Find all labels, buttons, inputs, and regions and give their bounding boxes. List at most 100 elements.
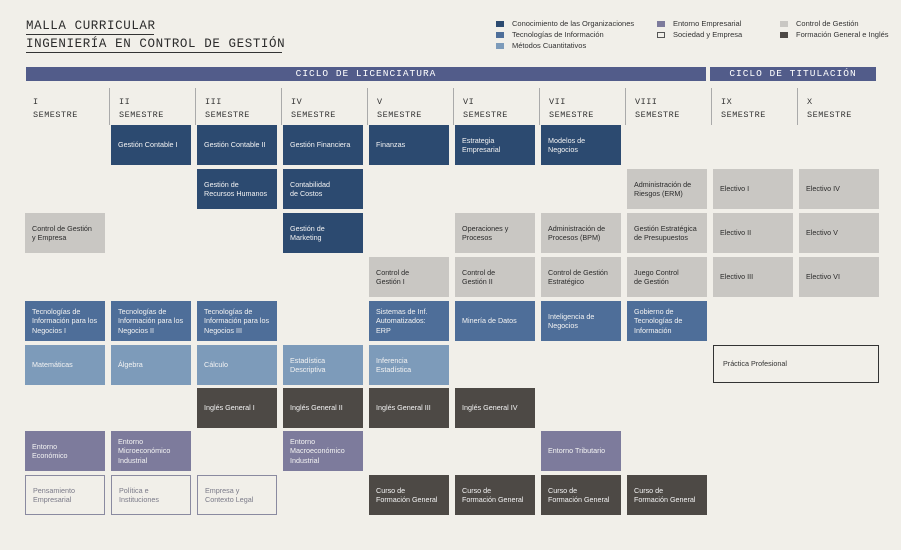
legend-label: Tecnologías de Información [512, 30, 604, 39]
semester-label: SEMESTRE [377, 110, 422, 120]
course-cell: Control de Gestión Estratégico [541, 257, 621, 297]
legend-item: Conocimiento de las Organizaciones [496, 19, 634, 28]
legend-label: Formación General e Inglés [796, 30, 889, 39]
legend-swatch [780, 20, 788, 27]
semester-number: IX [721, 97, 733, 107]
legend-item: Control de Gestión [780, 19, 859, 28]
legend-label: Métodos Cuantitativos [512, 41, 587, 50]
course-cell: Pensamiento Empresarial [25, 475, 105, 515]
course-cell: Juego Control de Gestión [627, 257, 707, 297]
legend-swatch [496, 31, 504, 38]
course-cell: Control de Gestión II [455, 257, 535, 297]
course-cell: Electivo I [713, 169, 793, 209]
semester-divider [195, 88, 196, 125]
course-cell: Control de Gestión y Empresa [25, 213, 105, 253]
course-cell: Inglés General IV [455, 388, 535, 428]
course-cell: Operaciones y Procesos [455, 213, 535, 253]
course-cell: Gestión de Marketing [283, 213, 363, 253]
title-underline-1 [26, 34, 154, 35]
course-cell: Administración de Procesos (BPM) [541, 213, 621, 253]
semester-number: VI [463, 97, 475, 107]
semester-label: SEMESTRE [291, 110, 336, 120]
semester-divider [367, 88, 368, 125]
course-cell: Inglés General I [197, 388, 277, 428]
course-cell: Contabilidad de Costos [283, 169, 363, 209]
legend-item: Tecnologías de Información [496, 30, 604, 39]
course-cell: Gestión de Recursos Humanos [197, 169, 277, 209]
semester-header: VIII SEMESTRE [635, 96, 680, 122]
course-cell: Modelos de Negocios [541, 125, 621, 165]
course-cell: Finanzas [369, 125, 449, 165]
course-cell: Matemáticas [25, 345, 105, 385]
course-cell: Gestión Contable II [197, 125, 277, 165]
course-cell: Sistemas de Inf. Automatizados: ERP [369, 301, 449, 341]
legend-swatch [657, 20, 665, 27]
course-cell: Curso de Formación General [455, 475, 535, 515]
course-cell: Administración de Riesgos (ERM) [627, 169, 707, 209]
course-cell: Electivo IV [799, 169, 879, 209]
course-cell: Inferencia Estadística [369, 345, 449, 385]
semester-number: X [807, 97, 813, 107]
semester-label: SEMESTRE [549, 110, 594, 120]
course-cell: Electivo III [713, 257, 793, 297]
course-cell: Curso de Formación General [541, 475, 621, 515]
course-cell: Entorno Económico [25, 431, 105, 471]
course-cell: Control de Gestión I [369, 257, 449, 297]
semester-number: V [377, 97, 383, 107]
semester-divider [711, 88, 712, 125]
semester-divider [109, 88, 110, 125]
title-line-2: INGENIERÍA EN CONTROL DE GESTIÓN [26, 37, 286, 51]
semester-number: I [33, 97, 39, 107]
title-line-1: MALLA CURRICULAR [26, 19, 156, 33]
course-cell: Cálculo [197, 345, 277, 385]
semester-divider [281, 88, 282, 125]
semester-label: SEMESTRE [205, 110, 250, 120]
legend-swatch [496, 42, 504, 49]
semester-number: II [119, 97, 131, 107]
course-cell: Gobierno de Tecnologías de Información [627, 301, 707, 341]
course-cell: Política e Instituciones [111, 475, 191, 515]
course-cell: Entorno Macroeconómico Industrial [283, 431, 363, 471]
semester-label: SEMESTRE [721, 110, 766, 120]
semester-divider [625, 88, 626, 125]
title-underline-2 [26, 52, 282, 53]
legend-item: Entorno Empresarial [657, 19, 741, 28]
course-cell: Gestión Contable I [111, 125, 191, 165]
semester-header: IX SEMESTRE [721, 96, 766, 122]
course-cell: Gestión Financiera [283, 125, 363, 165]
semester-label: SEMESTRE [635, 110, 680, 120]
course-cell: Gestión Estratégica de Presupuestos [627, 213, 707, 253]
course-cell: Electivo V [799, 213, 879, 253]
semester-number: VIII [635, 97, 658, 107]
course-cell: Inglés General III [369, 388, 449, 428]
semester-label: SEMESTRE [807, 110, 852, 120]
course-cell: Tecnologías de Información para los Nego… [111, 301, 191, 341]
semester-header: III SEMESTRE [205, 96, 250, 122]
semester-header: X SEMESTRE [807, 96, 852, 122]
course-cell: Entorno Microeconómico Industrial [111, 431, 191, 471]
course-cell: Estadística Descriptiva [283, 345, 363, 385]
course-cell: Estrategia Empresarial [455, 125, 535, 165]
semester-divider [797, 88, 798, 125]
semester-number: VII [549, 97, 566, 107]
course-cell: Álgebra [111, 345, 191, 385]
band-ciclo-licenciatura: CICLO DE LICENCIATURA [26, 67, 706, 81]
course-cell: Inteligencia de Negocios [541, 301, 621, 341]
legend-label: Control de Gestión [796, 19, 859, 28]
legend-item: Formación General e Inglés [780, 30, 889, 39]
band-ciclo-titulacion: CICLO DE TITULACIÓN [710, 67, 876, 81]
course-cell: Minería de Datos [455, 301, 535, 341]
semester-number: III [205, 97, 222, 107]
course-cell: Tecnologías de Información para los Nego… [197, 301, 277, 341]
course-cell: Curso de Formación General [369, 475, 449, 515]
course-cell: Electivo VI [799, 257, 879, 297]
legend-label: Sociedad y Empresa [673, 30, 743, 39]
semester-divider [453, 88, 454, 125]
semester-header: VII SEMESTRE [549, 96, 594, 122]
legend-swatch [780, 31, 788, 38]
legend-swatch [657, 31, 665, 38]
